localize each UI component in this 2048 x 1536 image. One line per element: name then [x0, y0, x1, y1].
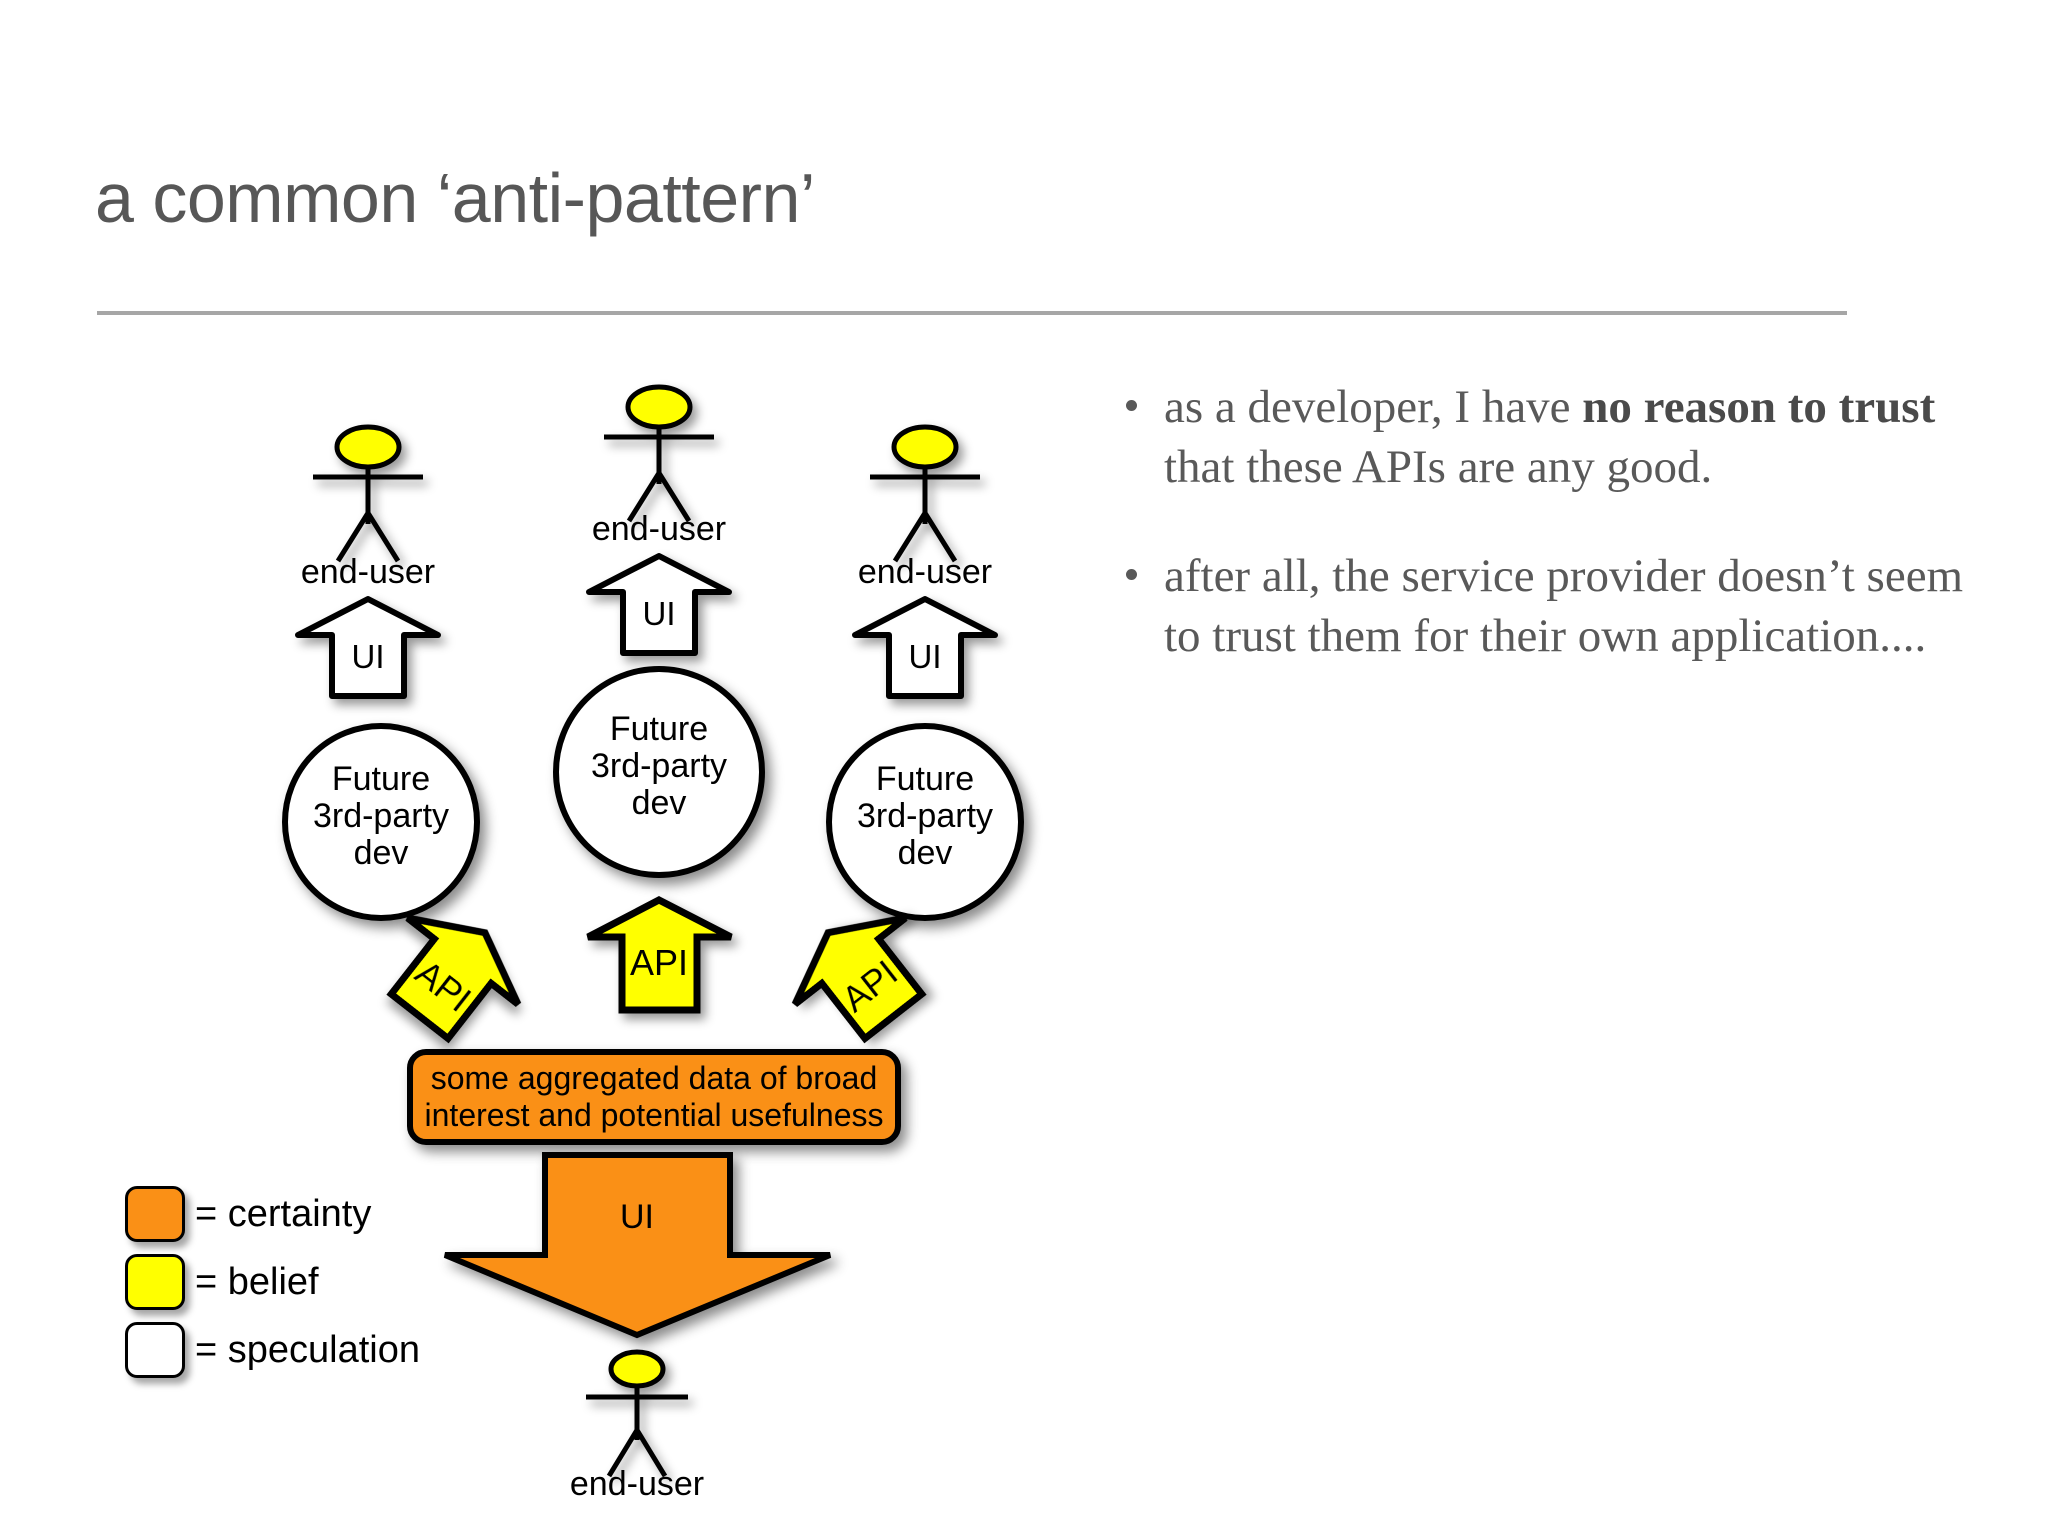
service-data-box	[407, 1049, 901, 1145]
bullet-item-1: as a developer, I have no reason to trus…	[1118, 378, 1998, 497]
api-arrow-right: API	[791, 914, 927, 1044]
actor-end-user-center	[604, 384, 714, 523]
bullet-list: as a developer, I have no reason to trus…	[1118, 378, 1998, 717]
service-data-line1: some aggregated data of broad	[431, 1060, 878, 1096]
legend-item-certainty: = certainty	[125, 1180, 545, 1248]
legend-label-certainty: = certainty	[195, 1192, 372, 1235]
bullet-1-post: that these APIs are any good.	[1164, 440, 1713, 493]
ui-arrow-right	[852, 596, 998, 699]
svg-text:dev: dev	[354, 834, 409, 872]
dev-circle-left	[282, 723, 480, 921]
ui-arrow-label-center: UI	[643, 595, 676, 632]
svg-text:dev: dev	[898, 834, 953, 872]
svg-text:dev: dev	[632, 784, 687, 822]
actor-label-left: end-user	[301, 553, 435, 591]
ui-arrow-left	[295, 596, 441, 699]
bullet-1-bold: no reason to trust	[1582, 381, 1936, 433]
legend-item-belief: = belief	[125, 1248, 545, 1316]
bullet-1-pre: as a developer, I have	[1164, 381, 1583, 433]
legend-item-speculation: = speculation	[125, 1316, 545, 1384]
anti-pattern-diagram: end-user end-user end-user UI UI	[282, 384, 1024, 1503]
svg-text:3rd-party: 3rd-party	[857, 797, 993, 835]
legend-swatch-certainty	[125, 1186, 185, 1242]
ui-arrow-label-left: UI	[352, 638, 385, 675]
api-arrow-left: API	[386, 914, 522, 1044]
actor-label-right: end-user	[858, 553, 992, 591]
actor-end-user-right	[870, 424, 980, 563]
legend-label-belief: = belief	[195, 1260, 319, 1303]
legend: = certainty = belief = speculation	[125, 1180, 545, 1384]
svg-text:3rd-party: 3rd-party	[591, 747, 727, 785]
actor-end-user-bottom	[586, 1349, 688, 1478]
ui-arrow-bottom	[443, 1152, 832, 1339]
api-arrow-center: API	[586, 896, 733, 1014]
legend-label-speculation: = speculation	[195, 1328, 420, 1371]
dev-label-center: Future	[610, 710, 708, 748]
actor-label-center: end-user	[592, 510, 726, 548]
ui-arrow-label-right: UI	[909, 638, 942, 675]
svg-text:3rd-party: 3rd-party	[313, 797, 449, 835]
ui-arrow-bottom-label: UI	[620, 1198, 654, 1236]
bullet-dot-icon	[1126, 569, 1137, 581]
dev-circle-center	[553, 666, 765, 878]
actor-end-user-left	[313, 424, 423, 563]
service-data-line2: interest and potential usefulness	[425, 1097, 884, 1133]
page-title: a common ‘anti-pattern’	[95, 159, 815, 237]
actor-label-bottom: end-user	[570, 1465, 704, 1503]
bullet-item-2: after all, the service provider doesn’t …	[1118, 547, 1998, 666]
legend-swatch-belief	[125, 1254, 185, 1310]
bullet-2-text: after all, the service provider doesn’t …	[1164, 550, 1964, 663]
legend-swatch-speculation	[125, 1322, 185, 1378]
dev-label-right: Future	[876, 760, 974, 798]
dev-circle-right	[826, 723, 1024, 921]
bullet-dot-icon	[1126, 400, 1137, 411]
svg-text:API: API	[630, 942, 688, 983]
title-divider	[97, 311, 1847, 315]
dev-label-left: Future	[332, 760, 430, 798]
ui-arrow-center	[586, 553, 732, 656]
